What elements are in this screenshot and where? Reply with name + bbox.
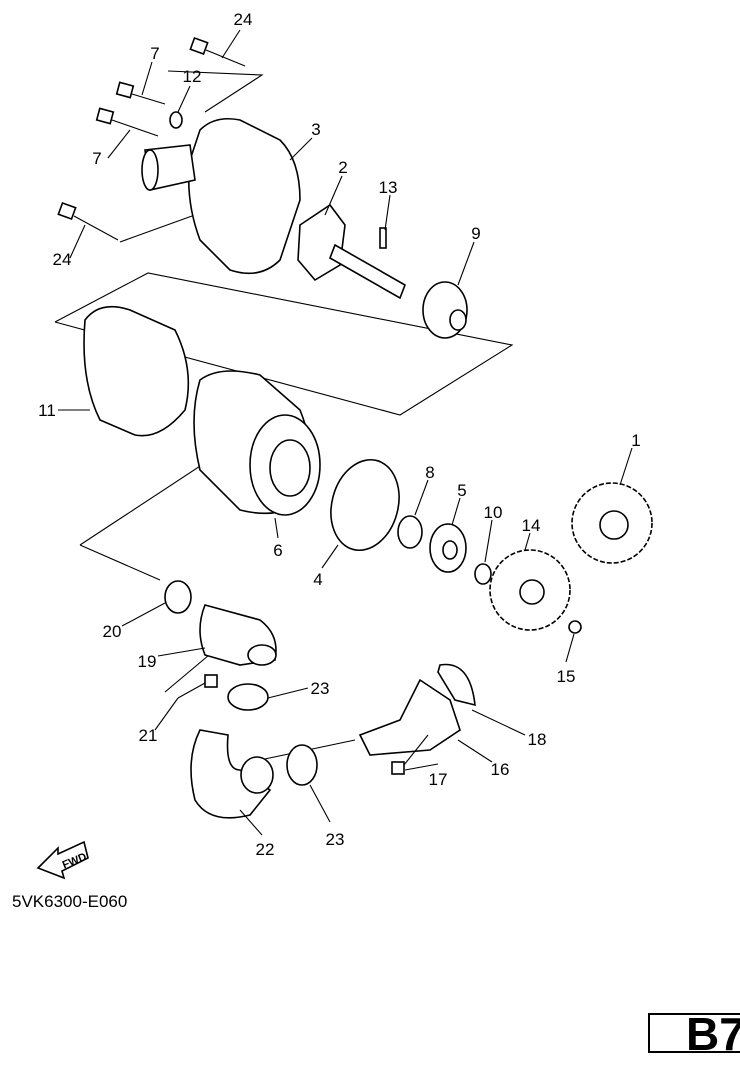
- pipe-19-end: [247, 644, 277, 666]
- callout-10: 10: [484, 503, 503, 522]
- callout-14: 14: [522, 516, 541, 535]
- impeller-shaft: [329, 243, 406, 300]
- callout-11: 11: [38, 401, 56, 420]
- diagram-code: 5VK6300-E060: [12, 892, 128, 911]
- callout-5: 5: [457, 481, 466, 500]
- gear-14-hub: [519, 579, 545, 605]
- callout-24: 24: [234, 10, 253, 29]
- page-id-box: B7: [648, 1009, 740, 1059]
- callout-16: 16: [491, 760, 510, 779]
- callout-1: 1: [631, 431, 640, 450]
- callout-15: 15: [557, 667, 576, 686]
- impeller-2: [297, 203, 346, 282]
- callout-7: 7: [92, 149, 101, 168]
- oil-seal-8: [397, 515, 423, 549]
- bolt-17: [391, 734, 429, 775]
- pipe-opening: [141, 149, 159, 191]
- o-ring-18: [437, 663, 476, 707]
- o-ring-20: [164, 580, 192, 614]
- bolt-21: [177, 674, 218, 699]
- o-ring-4: [330, 458, 400, 552]
- callout-23: 23: [311, 679, 330, 698]
- callout-18: 18: [528, 730, 547, 749]
- callout-2: 2: [338, 158, 347, 177]
- washer-12: [169, 111, 183, 129]
- circlip-15: [568, 620, 582, 634]
- gasket-11: [83, 305, 190, 437]
- gear-1-hub: [599, 510, 629, 540]
- hose-clamp-23-upper: [227, 683, 269, 711]
- bearing-bore: [442, 540, 458, 560]
- pin-13: [379, 227, 387, 249]
- pipe-16: [358, 678, 461, 756]
- callout-8: 8: [425, 463, 434, 482]
- callout-13: 13: [379, 178, 398, 197]
- callout-23: 23: [326, 830, 345, 849]
- callout-6: 6: [273, 541, 282, 560]
- hose-clamp-23-lower: [286, 744, 318, 786]
- callout-3: 3: [311, 120, 320, 139]
- callout-7: 7: [150, 44, 159, 63]
- callout-9: 9: [471, 224, 480, 243]
- callout-12: 12: [183, 67, 202, 86]
- washer-10: [474, 563, 492, 585]
- bolt-24-top: [189, 36, 246, 67]
- callout-19: 19: [138, 652, 157, 671]
- fwd-arrow-icon: FWD: [36, 840, 89, 880]
- bolt-24-left: [57, 201, 119, 241]
- callout-17: 17: [429, 770, 448, 789]
- hose-22: [190, 729, 272, 819]
- callout-22: 22: [256, 840, 275, 859]
- callout-24: 24: [53, 250, 72, 269]
- pump-cover-3: [187, 117, 301, 275]
- bolt-7-lower: [95, 107, 159, 137]
- page-id: B7: [686, 1008, 740, 1060]
- housing-bore: [269, 439, 311, 497]
- seal-bore: [449, 309, 467, 331]
- hose-end: [240, 756, 274, 794]
- callout-20: 20: [103, 622, 122, 641]
- leader-lines: [58, 29, 633, 836]
- callout-21: 21: [139, 726, 158, 745]
- bolt-7-top: [115, 81, 166, 105]
- callout-4: 4: [313, 570, 322, 589]
